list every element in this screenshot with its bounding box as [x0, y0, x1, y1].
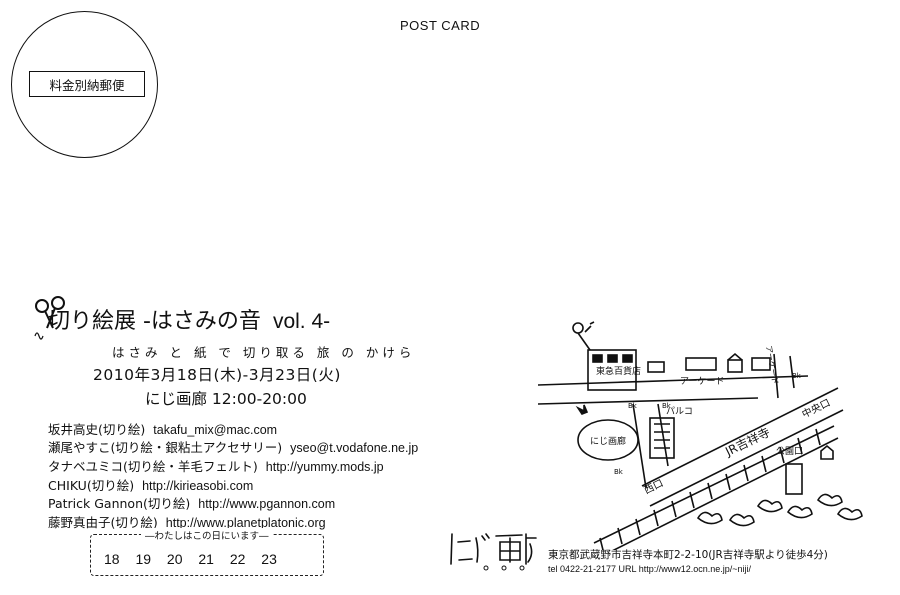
- rail-line-south: [649, 409, 844, 507]
- artist-name: CHIKU(切り絵): [48, 478, 135, 493]
- map-label-bank: Bk: [792, 372, 802, 380]
- postcard-label: POST CARD: [400, 18, 481, 33]
- map-label-arcade: アーケード: [680, 376, 724, 387]
- rail-line-north: [641, 387, 839, 487]
- road-north: [538, 375, 809, 386]
- title-volume: vol. 4-: [272, 310, 331, 333]
- map-label-parco: パルコ: [666, 406, 693, 417]
- stamp-circle: [11, 11, 158, 158]
- gallery-marker: [577, 419, 639, 461]
- parco-building: [649, 417, 675, 459]
- road-mid: [538, 397, 759, 405]
- artist-row: Patrick Gannon(切り絵) http://www.pgannon.co…: [48, 493, 335, 512]
- artist-contact[interactable]: http://www.pgannon.com: [198, 497, 336, 511]
- map-label-bank: Bk: [662, 402, 672, 410]
- gallery-contact[interactable]: tel 0422-21-2177 URL http://www12.ocn.ne…: [548, 564, 752, 574]
- postage-paid-box: 料金別納郵便: [29, 71, 145, 97]
- artist-name: 瀬尾やすこ(切り絵・銀粘土アクセサリー): [48, 440, 283, 455]
- gallery-star-icon: [575, 404, 589, 415]
- map-label-bank: Bk: [628, 402, 638, 410]
- artist-contact[interactable]: http://yummy.mods.jp: [265, 460, 384, 474]
- scissors-icon: [34, 296, 65, 340]
- map-label-station: JR吉祥寺: [722, 425, 772, 459]
- artist-contact[interactable]: http://kirieasobi.com: [142, 479, 254, 493]
- gallery-logo: [450, 533, 537, 571]
- map-label-park-exit: 公園口: [776, 446, 803, 457]
- map-label-gallery: にじ画廊: [590, 435, 626, 447]
- artist-row: タナベユミコ(切り絵・羊毛フェルト) http://yummy.mods.jp: [48, 456, 384, 475]
- exhibition-title: 切り絵展 -はさみの音 vol. 4-: [48, 303, 330, 335]
- title-text: 切り絵展 -はさみの音: [48, 309, 261, 334]
- presence-caption: ―わたしはこの日にいます―: [141, 528, 273, 542]
- map-label-bank: Bk: [614, 468, 624, 476]
- artist-name: タナベユミコ(切り絵・羊毛フェルト): [48, 459, 258, 474]
- road-gallery-east: [632, 403, 647, 489]
- balloon-icon: [572, 322, 584, 334]
- map-label-department-store: 東急百貨店: [596, 365, 641, 377]
- artist-contact[interactable]: http://www.planetplatonic.org: [165, 516, 326, 530]
- artist-row: 藤野真由子(切り絵) http://www.planetplatonic.org: [48, 512, 326, 531]
- artist-row: 坂井高史(切り絵) takafu_mix@mac.com: [48, 419, 277, 438]
- artist-name: 藤野真由子(切り絵): [48, 515, 158, 530]
- artist-row: CHIKU(切り絵) http://kirieasobi.com: [48, 475, 253, 494]
- exhibition-dates: 2010年3月18日(木)-3月23日(火): [93, 366, 341, 384]
- artist-name: 坂井高史(切り絵): [48, 422, 146, 437]
- map-label-west-exit: 西口: [642, 478, 665, 497]
- artist-name: Patrick Gannon(切り絵): [48, 496, 191, 511]
- presence-days: 18 19 20 21 22 23: [104, 551, 277, 567]
- gallery-address: 東京都武蔵野市吉祥寺本町2-2-10(JR吉祥寺駅より徒歩4分): [548, 549, 828, 561]
- artist-contact[interactable]: takafu_mix@mac.com: [153, 423, 278, 437]
- venue-hours: にじ画廊 12:00-20:00: [145, 390, 307, 408]
- artist-row: 瀬尾やすこ(切り絵・銀粘土アクセサリー) yseo@t.vodafone.ne.j…: [48, 437, 418, 456]
- exhibition-subtitle: はさみ と 紙 で 切り取る 旅 の かけら: [112, 345, 416, 360]
- artist-contact[interactable]: yseo@t.vodafone.ne.jp: [290, 441, 419, 455]
- access-map: 東急百貨店 アーケード アーケード にじ画廊 パルコ JR吉祥寺 中央口 西口 …: [538, 321, 863, 550]
- map-label-arcade-vertical: アーケード: [764, 345, 780, 385]
- department-store-building: [587, 349, 637, 391]
